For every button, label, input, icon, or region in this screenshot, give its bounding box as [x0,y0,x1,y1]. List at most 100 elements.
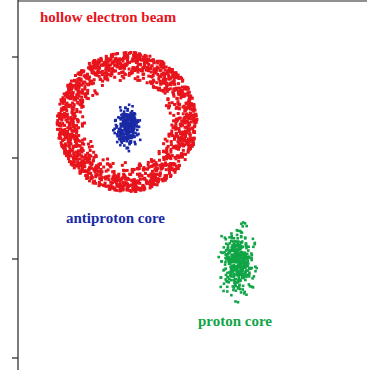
particle-dot [128,125,131,128]
particle-dot [121,117,124,120]
particle-dot [169,77,172,80]
particle-dot [178,103,181,106]
particle-dot [64,104,67,107]
particle-dot [147,75,150,78]
particle-dot [165,82,168,85]
particle-dot [76,78,79,81]
particle-dot [91,162,94,165]
particle-dot [72,114,75,117]
particle-dot [186,139,189,142]
particle-dot [69,142,72,145]
particle-dot [130,123,133,126]
particle-dot [220,276,223,279]
particle-dot [138,175,141,178]
particle-dot [67,96,70,99]
particle-dot [131,57,134,60]
particle-dot [232,289,235,292]
particle-dot [74,74,77,77]
particle-dot [135,61,138,64]
particle-dot [79,150,82,153]
particle-dot [133,112,136,115]
particle-dot [77,86,80,89]
particle-dot [114,119,117,122]
particle-dot [173,88,176,91]
particle-dot [131,105,134,108]
particle-dot [153,71,156,74]
particle-dot [119,106,122,109]
particle-dot [231,271,234,274]
particle-dot [222,290,225,293]
particle-dot [124,107,127,110]
particle-dot [119,127,122,130]
particle-dot [121,59,124,62]
particle-dot [149,81,152,84]
particle-dot [147,174,150,177]
particle-dot [152,68,155,71]
particle-dot [122,64,125,67]
particle-dot [234,243,237,246]
particle-dot [133,135,136,138]
particle-dot [92,151,95,154]
particle-dot [180,124,183,127]
particle-dot [114,57,117,60]
particle-dot [164,69,167,72]
particle-dot [128,68,131,71]
particle-dot [175,132,178,135]
particle-dot [63,98,66,101]
particle-dot [232,267,235,270]
particle-dot [146,81,149,84]
particle-dot [157,180,160,183]
particle-dot [158,87,161,90]
particle-dot [98,174,101,177]
particle-dot [139,139,142,142]
particle-dot [94,65,97,68]
particle-dot [134,123,137,126]
particle-dot [167,97,170,100]
particle-dot [125,188,128,191]
particle-dot [124,125,127,128]
particle-dot [102,184,105,187]
particle-dot [57,122,60,125]
particle-dot [77,126,80,129]
particle-dot [170,174,173,177]
particle-dot [131,110,134,113]
particle-dot [226,286,229,289]
particle-dot [158,159,161,162]
particle-dot [183,126,186,129]
particle-dot [132,128,135,131]
particle-dot [172,163,175,166]
particle-dot [90,174,93,177]
particle-dot [95,72,98,75]
particle-dot [193,131,196,134]
particle-dot [81,69,84,72]
particle-dot [184,109,187,112]
particle-dot [122,169,125,172]
particle-dot [71,123,74,126]
particle-dot [177,167,180,170]
particle-dot [92,182,95,185]
particle-dot [190,121,193,124]
particle-dot [236,234,239,237]
particle-dot [143,61,146,64]
particle-dot [91,94,94,97]
particle-dots [56,51,258,304]
particle-dot [170,68,173,71]
particle-dot [119,79,122,82]
particle-dot [192,130,195,133]
particle-dot [79,78,82,81]
particle-dot [116,62,119,65]
particle-dot [174,136,177,139]
particle-dot [193,109,196,112]
particle-dot [71,94,74,97]
particle-dot [123,144,126,147]
particle-dot [245,293,248,296]
particle-dot [184,135,187,138]
particle-dot [94,175,97,178]
particle-dot [82,143,85,146]
particle-dot [102,166,105,169]
particle-dot [123,113,126,116]
particle-dot [182,131,185,134]
particle-dot [79,110,82,113]
particle-dot [93,59,96,62]
particle-dot [90,80,93,83]
